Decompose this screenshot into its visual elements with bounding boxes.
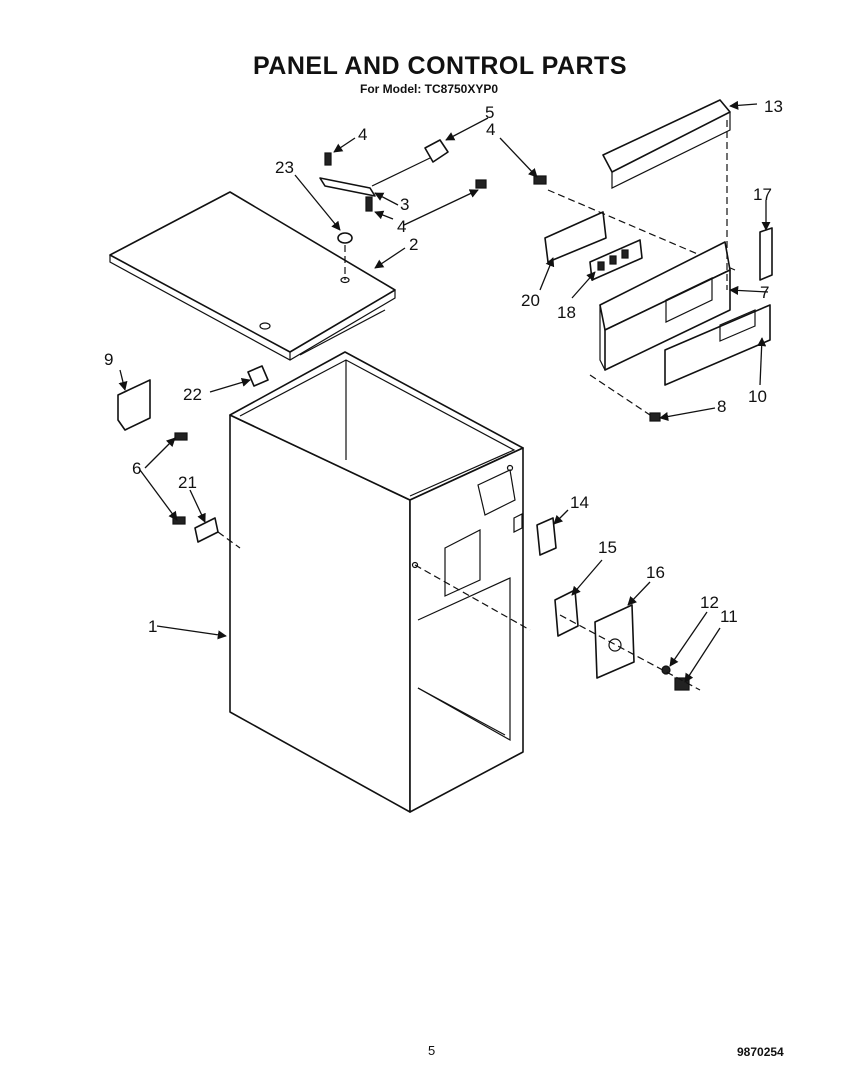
callout-11: 11 (720, 607, 738, 626)
screw-part (649, 412, 661, 422)
callout-4a: 4 (358, 125, 367, 144)
clip-part (194, 517, 219, 543)
callout-15: 15 (598, 538, 617, 557)
callout-14: 14 (570, 493, 589, 512)
callout-2: 2 (409, 235, 418, 254)
control-panel-part (599, 241, 731, 371)
callout-9: 9 (104, 350, 113, 369)
callout-17: 17 (753, 185, 772, 204)
page-number: 5 (428, 1043, 436, 1058)
cabinet-part (229, 351, 524, 813)
switch-part (536, 517, 557, 556)
callout-8: 8 (717, 397, 726, 416)
callout-7: 7 (760, 283, 769, 302)
grommet-part (247, 365, 269, 387)
callout-10: 10 (748, 387, 767, 406)
screw-part (533, 175, 547, 185)
overlay-part (664, 304, 771, 386)
bracket-part (544, 211, 607, 263)
top-cover-part (109, 191, 396, 361)
callout-3: 3 (400, 195, 409, 214)
mounting-plate-part (594, 604, 635, 679)
callout-20: 20 (521, 291, 540, 310)
bracket-part (117, 379, 151, 431)
model-subtitle: For Model: TC8750XYP0 (360, 82, 499, 96)
switch-part (554, 589, 579, 637)
callout-13: 13 (764, 97, 783, 116)
document-number: 9870254 (737, 1045, 784, 1059)
callout-6: 6 (132, 459, 141, 478)
page-title: PANEL AND CONTROL PARTS (252, 52, 627, 80)
callout-18: 18 (557, 303, 576, 322)
callout-4b: 4 (486, 120, 495, 139)
callout-21: 21 (178, 473, 197, 492)
screw-part (174, 432, 188, 441)
callout-1: 1 (148, 617, 157, 636)
plug-button-part (337, 232, 353, 244)
callout-4c: 4 (397, 217, 406, 236)
panel-insert-part (759, 227, 773, 281)
callout-22: 22 (183, 385, 202, 404)
callout-12: 12 (700, 593, 719, 612)
callout-23: 23 (275, 158, 294, 177)
callout-16: 16 (646, 563, 665, 582)
callout-5: 5 (485, 103, 494, 122)
